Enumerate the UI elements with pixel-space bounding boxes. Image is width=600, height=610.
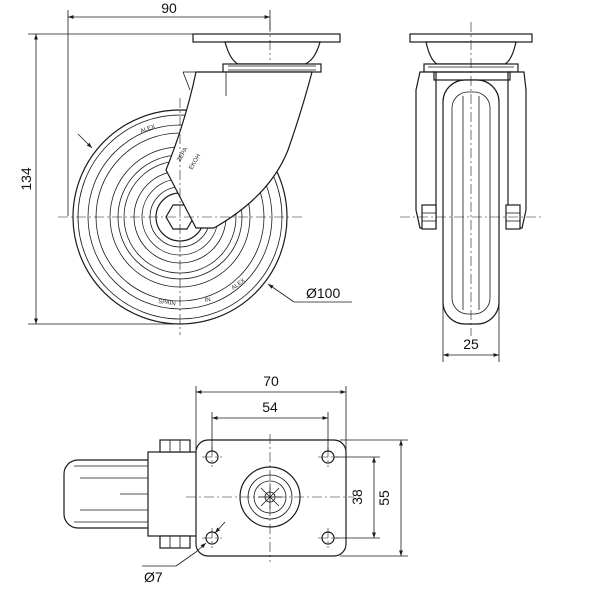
front-view: 25: [400, 22, 542, 362]
dim-hole-diameter: Ø7: [144, 569, 163, 585]
dim-plate-width: 70: [263, 373, 279, 389]
dim-hole-spacing-y: 38: [349, 489, 365, 505]
dim-side-width: 90: [161, 0, 177, 16]
top-view-wheel: [63, 439, 199, 549]
dim-wheel-diameter: Ø100: [306, 285, 340, 301]
dim-overall-height: 134: [18, 167, 34, 191]
side-fork-leg: [165, 71, 313, 229]
dim-plate-height: 55: [376, 490, 392, 506]
side-top-plate: [192, 33, 341, 43]
tire-marking-2: IN: [204, 297, 211, 304]
side-swivel-dome: [224, 41, 321, 65]
tire-marking-3: ALEX: [231, 278, 247, 292]
fork-marking-1: ALEX: [140, 124, 156, 135]
side-view: ALEX ZEPA EKOH SPAIN IN ALEX 90 134 Ø100: [18, 0, 352, 335]
tire-marking-1: SPAIN: [158, 299, 176, 307]
side-swivel-ring: [222, 63, 322, 73]
top-view: 70 54 38 55 Ø7: [63, 373, 408, 585]
dim-wheel-width: 25: [463, 336, 479, 352]
dim-hole-spacing-x: 54: [262, 399, 278, 415]
